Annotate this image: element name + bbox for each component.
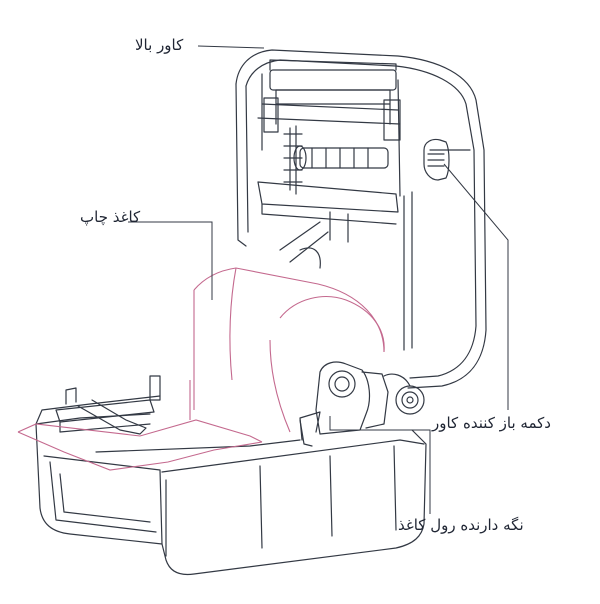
print-head-assembly xyxy=(263,59,401,141)
top-cover xyxy=(235,49,487,389)
label-top-cover: کاور بالا xyxy=(135,36,184,54)
ribbon-spindle xyxy=(283,125,389,195)
paper-roll-holder xyxy=(299,361,425,447)
printer-base xyxy=(35,395,427,576)
lid-guide-bar xyxy=(257,181,399,269)
cover-release-button xyxy=(423,138,450,181)
label-paper: کاغذ چاپ xyxy=(80,208,141,226)
leader-lines xyxy=(128,45,509,514)
paper-roll xyxy=(17,267,385,471)
leader-roll-holder xyxy=(329,416,431,514)
label-cover-release-button: دکمه باز کننده کاور xyxy=(432,414,551,432)
leader-top-cover xyxy=(197,45,265,49)
paper-guide-left xyxy=(55,375,161,435)
label-roll-holder: نگه دارنده رول کاغذ xyxy=(398,516,524,534)
leader-paper xyxy=(128,221,213,300)
leader-release-button xyxy=(443,163,509,410)
